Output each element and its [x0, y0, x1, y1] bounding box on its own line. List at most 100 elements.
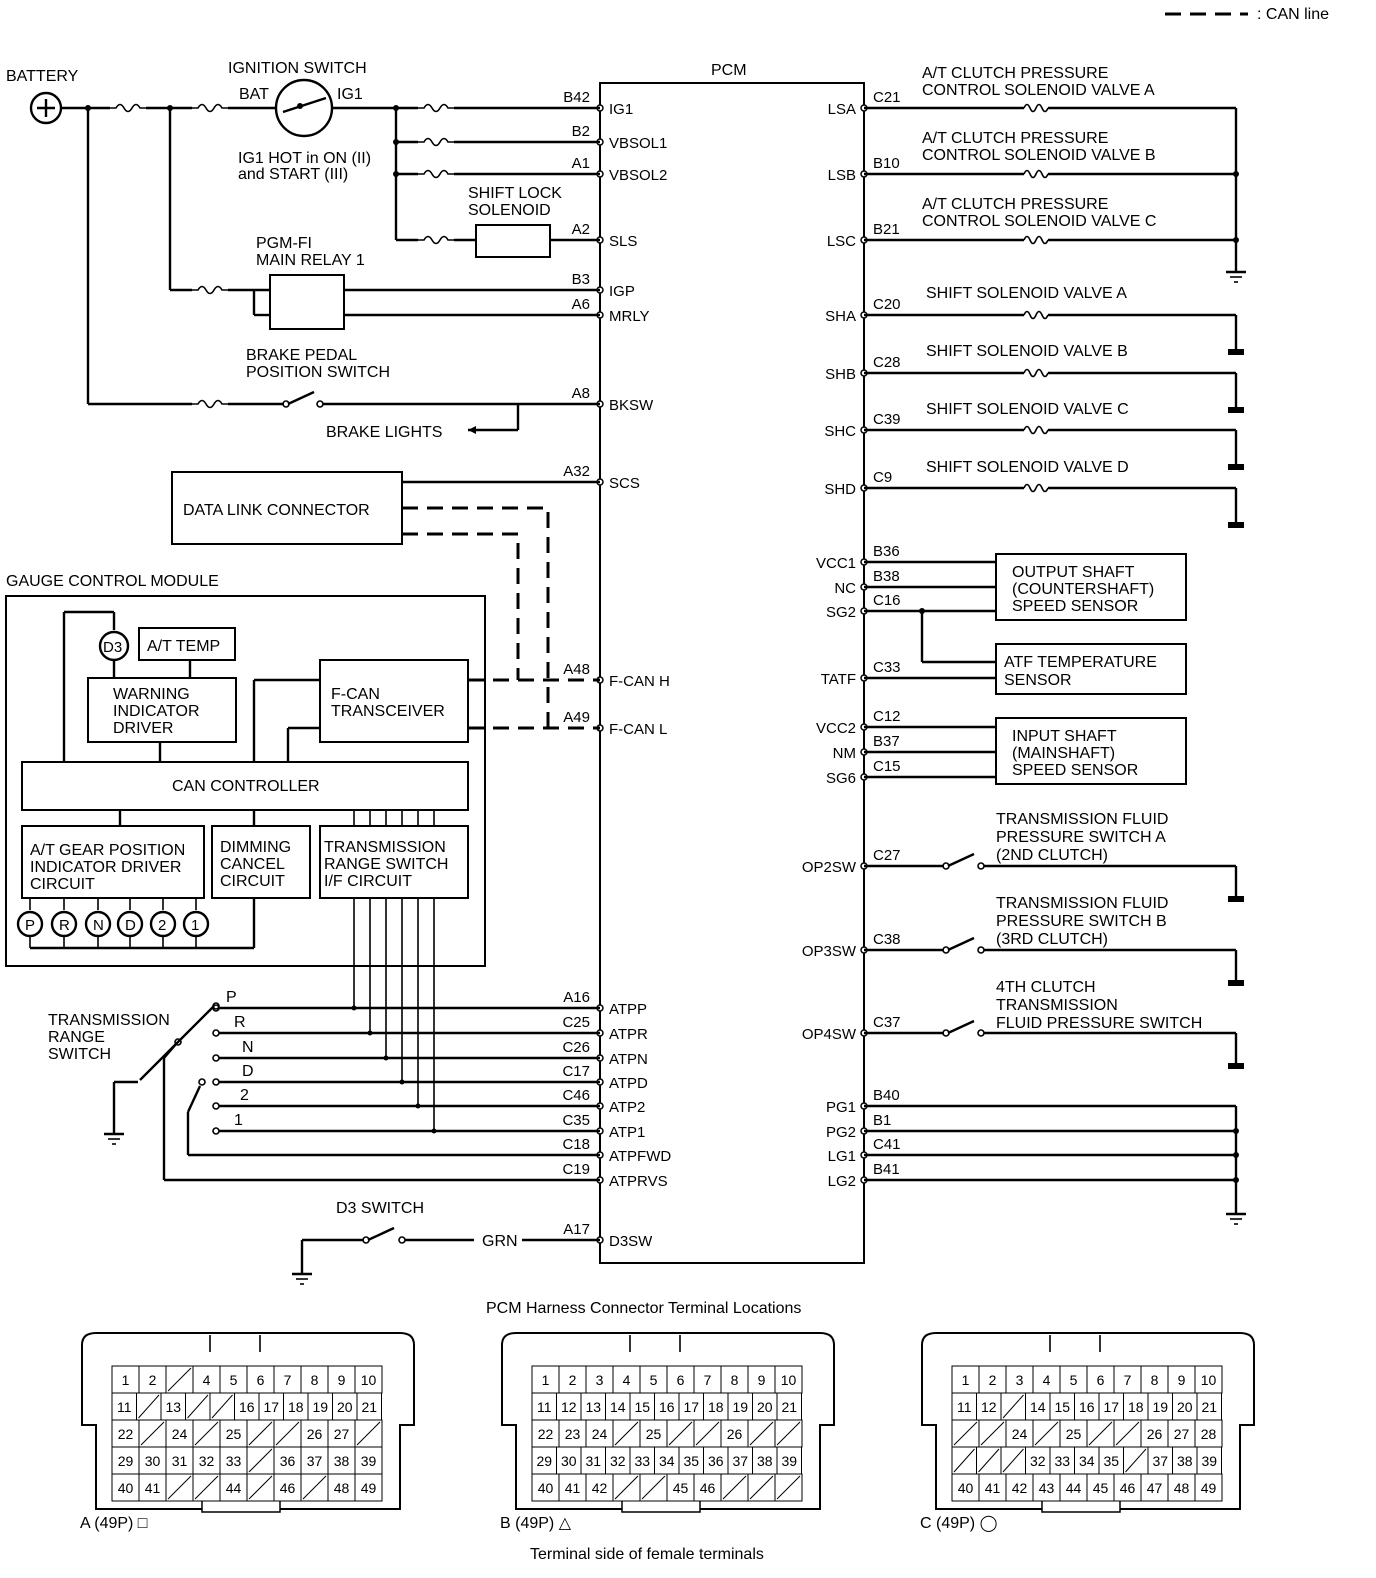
connector-terminal: 21: [1201, 1399, 1217, 1415]
pcm-left-pin-name: F-CAN L: [609, 721, 667, 738]
connector-terminal: 4: [203, 1372, 211, 1388]
op3-label-3: (3RD CLUTCH): [996, 931, 1108, 948]
connector-terminal: 12: [981, 1399, 997, 1415]
connector-terminal: 20: [757, 1399, 773, 1415]
pcm-box: [599, 82, 865, 1264]
d3-switch-label: D3 SWITCH: [336, 1200, 424, 1217]
pcm-left-pin-code: A17: [563, 1221, 590, 1238]
ig1-hot-label-1: IG1 HOT in ON (II): [238, 150, 371, 167]
connector-terminal: 32: [610, 1453, 626, 1469]
pcm-right-pin-name: SG6: [826, 770, 856, 787]
connector-terminal: 19: [312, 1399, 328, 1415]
output-shaft-speed-sensor: [995, 553, 1187, 621]
pcm-left-pin-name: ATPN: [609, 1051, 648, 1068]
connector-terminal: 46: [1120, 1480, 1136, 1496]
range-position-label: D: [242, 1063, 254, 1080]
connector-terminal: 30: [145, 1453, 161, 1469]
pressure-switches: [864, 852, 1246, 1071]
pcm-left-pin-name: VBSOL1: [609, 135, 667, 152]
grn-label: GRN: [482, 1233, 518, 1250]
lsa-label-2: CONTROL SOLENOID VALVE A: [922, 82, 1155, 99]
pcm-right-pin-code: C37: [873, 1014, 901, 1031]
connector-terminal: 1: [542, 1372, 550, 1388]
can-line-legend: : CAN line: [1165, 6, 1329, 23]
gear-label-3: CIRCUIT: [30, 876, 95, 893]
battery-label: BATTERY: [6, 68, 79, 85]
connector-terminal: 35: [1103, 1453, 1119, 1469]
pcm-right-pin-code: C33: [873, 659, 901, 676]
d3-indicator-label: D3: [103, 639, 122, 656]
connector-terminal: 41: [985, 1480, 1001, 1496]
atf-label-2: SENSOR: [1004, 672, 1072, 689]
op2-label-3: (2ND CLUTCH): [996, 847, 1108, 864]
connector-terminal: 47: [1147, 1480, 1163, 1496]
brake-switch-label-2: POSITION SWITCH: [246, 364, 390, 381]
pcm-right-pin-name: SG2: [826, 604, 856, 621]
gcm-label: GAUGE CONTROL MODULE: [6, 573, 219, 590]
pcm-left-pin-name: ATPR: [609, 1026, 648, 1043]
pcm-left-pin-name: IGP: [609, 283, 635, 300]
connector-terminal: 33: [1054, 1453, 1070, 1469]
pcm-left-pin-name: ATP1: [609, 1124, 645, 1141]
ign-ig1-label: IG1: [337, 86, 363, 103]
warning-indicator-driver: [87, 677, 237, 743]
range-position-label: P: [226, 989, 237, 1006]
connector-terminal: 9: [1178, 1372, 1186, 1388]
connector-terminal: 33: [226, 1453, 242, 1469]
connector-terminal: 43: [1039, 1480, 1055, 1496]
connector-terminal: 26: [307, 1426, 323, 1442]
range-position-label: R: [234, 1014, 246, 1031]
pgmfi-label-2: MAIN RELAY 1: [256, 252, 365, 269]
connector-terminal: 40: [958, 1480, 974, 1496]
connector-terminal: 11: [117, 1399, 132, 1415]
shb-label: SHIFT SOLENOID VALVE B: [926, 343, 1128, 360]
lsb-label-1: A/T CLUTCH PRESSURE: [922, 130, 1108, 147]
connector-terminal: 19: [1152, 1399, 1168, 1415]
connector-terminal: 9: [338, 1372, 346, 1388]
pcm-right-pin-code: C41: [873, 1136, 901, 1153]
range-position-label: N: [242, 1039, 254, 1056]
pcm-right-pin-code: C28: [873, 354, 901, 371]
shc-label: SHIFT SOLENOID VALVE C: [926, 401, 1129, 418]
pcm-right-pin-code: C38: [873, 931, 901, 948]
connector-terminal: 16: [239, 1399, 255, 1415]
connector-terminal: 39: [361, 1453, 377, 1469]
pcm-left-pin-code: C26: [562, 1039, 590, 1056]
pcm-left-pin-code: C19: [562, 1161, 590, 1178]
pcm-left-pin-name: ATPRVS: [609, 1173, 668, 1190]
connector-terminal: 35: [683, 1453, 699, 1469]
battery-symbol: [29, 91, 63, 125]
op3-label-2: PRESSURE SWITCH B: [996, 913, 1167, 930]
connector-terminal: 5: [1070, 1372, 1078, 1388]
ig1-hot-label-2: and START (III): [238, 166, 348, 183]
pcm-left-pin-name: BKSW: [609, 397, 654, 414]
pcm-right-pin-name: SHD: [824, 481, 856, 498]
harness-title: PCM Harness Connector Terminal Locations: [486, 1300, 801, 1317]
connector-terminal: 15: [1054, 1399, 1070, 1415]
connector-terminal: 38: [334, 1453, 350, 1469]
gear-lamp-label: D: [125, 917, 136, 934]
pcm-right-pin-name: OP4SW: [802, 1026, 857, 1043]
lsc-label-2: CONTROL SOLENOID VALVE C: [922, 213, 1156, 230]
connector-terminal: 17: [263, 1399, 279, 1415]
pcm-right-pin-code: B21: [873, 221, 900, 238]
connector-c-label: C (49P) ◯: [920, 1515, 998, 1532]
shift-solenoid-valves: [864, 310, 1246, 530]
pcm-right-pin-code: C20: [873, 296, 901, 313]
op3-label-1: TRANSMISSION FLUID: [996, 895, 1168, 912]
connector-terminal: 37: [732, 1453, 748, 1469]
connector-terminal: 31: [585, 1453, 601, 1469]
sha-label: SHIFT SOLENOID VALVE A: [926, 285, 1127, 302]
pcm-right-pin-code: C27: [873, 847, 901, 864]
trs-label-3: SWITCH: [48, 1046, 111, 1063]
pcm-left-pin-code: B3: [572, 271, 590, 288]
trs-if-label-2: RANGE SWITCH: [324, 856, 448, 873]
pcm-left-pin-code: A32: [563, 463, 590, 480]
lsc-valve: [864, 235, 1236, 245]
pcm-right-pin-code: B10: [873, 155, 900, 172]
connector-a-label: A (49P) □: [80, 1515, 148, 1532]
pgmfi-main-relay: [269, 274, 345, 330]
connector-terminal: 6: [257, 1372, 265, 1388]
pcm-left-pin-name: IG1: [609, 101, 633, 118]
